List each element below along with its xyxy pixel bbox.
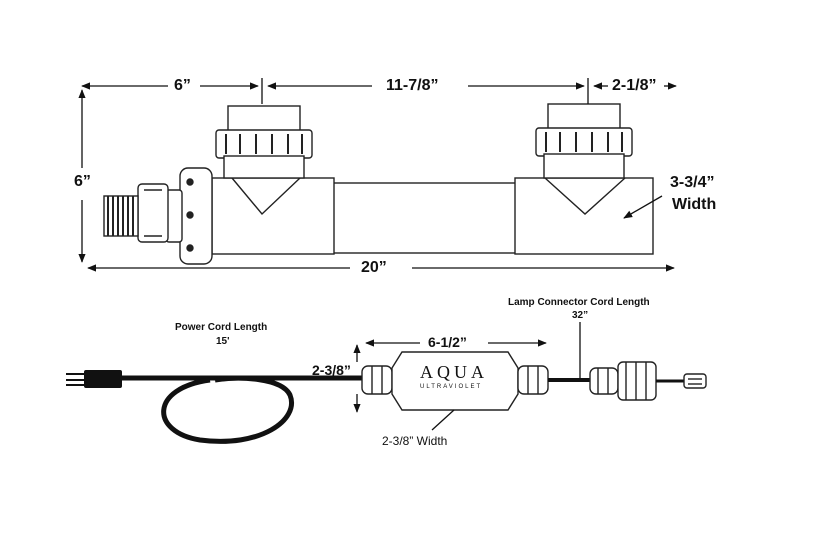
hose-nut [137, 183, 169, 243]
lamp-connector-cord [548, 322, 707, 401]
left-tee-v [231, 177, 301, 216]
lamp-cord-title: Lamp Connector Cord Length [508, 297, 650, 308]
ballast-length-label: 6-1/2” [428, 334, 467, 350]
right-port-pipe [547, 103, 621, 131]
body-width-word: Width [672, 196, 717, 213]
ballast-right-gland [517, 365, 549, 395]
right-tee-body [514, 177, 654, 255]
left-port-neck [223, 155, 305, 179]
outlet-offset-label: 2-1/8” [612, 77, 657, 94]
ballast-body [391, 351, 519, 411]
height-label: 6” [74, 173, 91, 190]
power-plug [84, 370, 122, 388]
power-cord-title: Power Cord Length [175, 322, 268, 333]
right-port-nut [535, 127, 633, 157]
power-cord [66, 370, 362, 444]
connector-nut [617, 361, 657, 401]
ballast-height-label: 2-3/8” [312, 362, 351, 378]
ballast-width-label: 2-3/8” Width [382, 434, 448, 448]
ballast-left-gland [361, 365, 393, 395]
total-length-label: 20” [361, 259, 387, 276]
inlet-offset-label: 6” [174, 77, 191, 94]
center-tube [329, 182, 519, 254]
right-tee-v [544, 177, 626, 215]
left-tee-body [211, 177, 335, 255]
left-port-nut [215, 129, 313, 159]
end-cap-nut [179, 167, 213, 265]
aqua-logo-sub: ULTRAVIOLET [420, 384, 483, 390]
left-port-pipe [227, 105, 301, 133]
ballast-unit [361, 351, 549, 411]
port-spacing-label: 11-7/8” [386, 77, 439, 94]
ballast-dimension-lines [353, 339, 547, 431]
power-cord-value: 15' [216, 336, 230, 347]
body-width-value: 3-3/4” [670, 174, 715, 191]
aqua-logo: AQUA [420, 362, 488, 382]
lamp-cord-value: 32” [572, 310, 589, 321]
top-dimension-lines [78, 78, 677, 272]
right-port-neck [543, 153, 625, 179]
connector-gland [589, 367, 619, 395]
lamp-plug [683, 373, 707, 389]
uv-sterilizer-unit [103, 103, 654, 265]
